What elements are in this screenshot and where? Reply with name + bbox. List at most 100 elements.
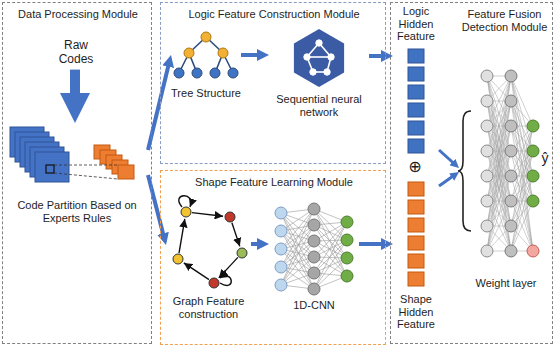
feature-cell bbox=[408, 103, 424, 117]
net-link bbox=[54, 165, 118, 166]
glyph-node bbox=[316, 40, 322, 46]
flow-arrow bbox=[70, 70, 80, 108]
node-label: Raw Codes bbox=[54, 39, 98, 67]
graph-arrow bbox=[192, 213, 223, 217]
feature-cell bbox=[408, 272, 424, 286]
net-link bbox=[314, 240, 347, 289]
net-node bbox=[275, 261, 287, 273]
tree-node bbox=[192, 68, 202, 78]
feature-cell bbox=[408, 85, 424, 99]
code-tile bbox=[35, 152, 69, 182]
flow-arrow bbox=[439, 175, 455, 186]
net-link bbox=[54, 173, 118, 179]
net-node bbox=[308, 251, 320, 263]
net-node bbox=[527, 120, 539, 132]
sequential-network: Sequential neural network bbox=[269, 27, 369, 137]
feature-cell bbox=[408, 182, 424, 196]
net-node bbox=[527, 170, 539, 182]
concat-symbol: ⊕ bbox=[405, 157, 425, 176]
net-node bbox=[341, 234, 353, 246]
glyph-node bbox=[328, 54, 334, 60]
net-node bbox=[308, 219, 320, 231]
net-node bbox=[505, 95, 517, 107]
net-link bbox=[487, 126, 511, 251]
net-node bbox=[308, 267, 320, 279]
glyph-node bbox=[324, 69, 330, 75]
node-label: Sequential neural network bbox=[269, 93, 369, 118]
self-loop bbox=[220, 276, 231, 286]
net-node bbox=[308, 203, 320, 215]
feature-cell bbox=[408, 67, 424, 81]
code-fragment bbox=[118, 165, 134, 179]
tree-node bbox=[218, 48, 228, 58]
net-link bbox=[511, 126, 533, 251]
graph-node bbox=[225, 212, 235, 222]
flow-arrow bbox=[369, 54, 387, 58]
flow-arrow bbox=[251, 242, 263, 246]
node-label: Code Partition Based on Experts Rules bbox=[6, 199, 148, 224]
code-partition: Code Partition Based on Experts Rules bbox=[6, 123, 148, 233]
net-node bbox=[481, 145, 493, 157]
code-icon bbox=[6, 123, 148, 197]
module-panel: Data Processing ModuleRaw CodesCode Part… bbox=[2, 2, 152, 344]
net-node bbox=[527, 195, 539, 207]
logic-hidden-feature: Logic Hidden Feature bbox=[393, 5, 439, 159]
network-hexagon bbox=[294, 29, 344, 87]
module-title: Data Processing Module bbox=[3, 8, 153, 21]
net-node bbox=[481, 220, 493, 232]
tree-node bbox=[184, 48, 194, 58]
tree-node bbox=[174, 68, 184, 78]
shape-hidden-feature: Shape Hidden Feature bbox=[393, 181, 439, 334]
node-label: Weight layer bbox=[459, 277, 553, 290]
node-label: Graph Feature construction bbox=[166, 295, 251, 320]
feature-cell bbox=[408, 139, 424, 153]
node-label: 1D-CNN bbox=[269, 299, 359, 312]
partition-window bbox=[46, 165, 54, 173]
graph-node bbox=[173, 254, 183, 264]
feature-cell bbox=[408, 236, 424, 250]
feature-cell bbox=[408, 49, 424, 63]
node-label: Shape Hidden Feature bbox=[393, 293, 439, 331]
feature-cell bbox=[408, 218, 424, 232]
module-title: Logic Feature Construction Module bbox=[161, 8, 387, 21]
flow-arrow bbox=[148, 175, 165, 239]
net-node bbox=[481, 95, 493, 107]
net-node bbox=[275, 243, 287, 255]
net-icon bbox=[459, 41, 553, 273]
module-title: Shape Feature Learning Module bbox=[161, 176, 387, 189]
net-node bbox=[505, 245, 517, 257]
net-link bbox=[511, 76, 533, 201]
brace bbox=[458, 111, 471, 231]
net-node bbox=[341, 270, 353, 282]
net-node bbox=[527, 145, 539, 157]
module-panel: Shape Feature Learning ModuleGraph Featu… bbox=[160, 170, 386, 345]
net-node bbox=[505, 145, 517, 157]
self-loop bbox=[179, 196, 191, 207]
net-link bbox=[511, 126, 533, 251]
net-link bbox=[487, 76, 511, 201]
net-node bbox=[481, 120, 493, 132]
net-link bbox=[511, 176, 533, 251]
net-node bbox=[341, 252, 353, 264]
tree-node bbox=[210, 68, 220, 78]
net-node bbox=[481, 245, 493, 257]
net-node bbox=[481, 70, 493, 82]
tree-structure: Tree Structure bbox=[171, 31, 241, 121]
cnn-block: 1D-CNN bbox=[269, 201, 359, 326]
feature-cell bbox=[408, 200, 424, 214]
graph-arrow bbox=[179, 219, 185, 253]
net-node bbox=[341, 216, 353, 228]
net-node bbox=[505, 120, 517, 132]
raw-codes: Raw Codes bbox=[54, 39, 98, 70]
net-link bbox=[487, 176, 511, 251]
net-node bbox=[308, 283, 320, 295]
tree-node bbox=[201, 32, 211, 42]
graph-feature: Graph Feature construction bbox=[166, 197, 251, 332]
graph-node bbox=[237, 248, 247, 258]
net-node bbox=[505, 70, 517, 82]
orange-icon bbox=[393, 181, 439, 293]
module-panel: Logic Feature Construction ModuleTree St… bbox=[160, 2, 386, 164]
cnn-icon bbox=[269, 201, 359, 297]
net-node bbox=[505, 195, 517, 207]
